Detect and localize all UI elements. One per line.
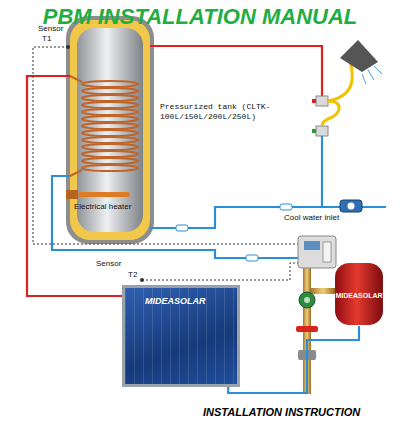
- coil-turn: [82, 165, 138, 171]
- solar-flow-pipe: [27, 76, 122, 296]
- pressure-gauge: [323, 242, 331, 262]
- node-text: MIDEASOLAR: [145, 296, 231, 306]
- heat-coil: [70, 76, 138, 176]
- inlet-label: Cool water inlet: [284, 213, 339, 222]
- cold-tap: [312, 129, 316, 133]
- shower-hose: [322, 101, 339, 126]
- circulation-pump: [299, 292, 315, 308]
- heater-flange: [66, 190, 78, 199]
- mixing-valve: [316, 96, 328, 106]
- sensor-wire: [142, 263, 298, 280]
- sensor-wire: [33, 47, 298, 244]
- shower-head: [340, 40, 378, 72]
- valve-handle: [296, 326, 318, 332]
- coil-turn: [82, 102, 138, 108]
- coil-turn: [82, 81, 138, 87]
- controller-box: [298, 236, 336, 268]
- check-valve: [176, 225, 188, 231]
- sensor-t2: [140, 278, 144, 282]
- solar-return-pipe: [52, 176, 300, 258]
- coil-turn: [82, 109, 138, 115]
- coil-lead: [70, 76, 82, 82]
- spray-line: [368, 70, 374, 80]
- tank-insulation: [70, 20, 150, 240]
- coil-turn: [82, 158, 138, 164]
- water-meter: [340, 200, 362, 212]
- hot-tap: [312, 99, 316, 103]
- hot-water-pipe: [150, 46, 322, 96]
- coil-turn: [82, 88, 138, 94]
- coil-turn: [82, 95, 138, 101]
- shower-hose: [328, 60, 352, 101]
- pump-hub: [304, 297, 310, 303]
- expansion-vessel: MIDEASOLAR: [334, 262, 384, 326]
- shower-spray: [362, 66, 382, 84]
- sensor-t1: [66, 45, 70, 49]
- mixing-valve: [316, 126, 328, 136]
- sensor-id: T1: [42, 34, 51, 43]
- check-valve: [280, 204, 292, 210]
- tank-inner: [77, 28, 143, 232]
- sensor-label: Sensor: [96, 259, 121, 268]
- spray-line: [362, 74, 366, 84]
- coil-lead: [70, 170, 82, 176]
- coil-turn: [82, 130, 138, 136]
- heater-label: Electrical heater: [74, 202, 131, 211]
- coil-turn: [82, 116, 138, 122]
- sensor-id: T2: [128, 270, 137, 279]
- coil-turn: [82, 144, 138, 150]
- spray-line: [374, 66, 382, 74]
- coil-turn: [82, 137, 138, 143]
- diagram-caption: INSTALLATION INSTRUCTION: [203, 406, 360, 418]
- tank-label: Pressurized tank (CLTK-100L/150L/200L/25…: [160, 102, 300, 122]
- coil-turn: [82, 123, 138, 129]
- electric-heater-rod: [78, 192, 130, 197]
- pipe-connector: [228, 326, 359, 393]
- coil-turn: [82, 151, 138, 157]
- node-text: MIDEASOLAR: [334, 292, 384, 299]
- tank-shell: [66, 16, 154, 244]
- sensor-label: Sensor: [38, 24, 63, 33]
- vessel-connection: [311, 288, 335, 294]
- cold-water-pipe: [321, 136, 323, 207]
- solar-collector: MIDEASOLAR: [122, 285, 240, 387]
- controller-display: [304, 241, 320, 250]
- check-valve: [246, 255, 258, 261]
- meter-dial: [348, 203, 355, 210]
